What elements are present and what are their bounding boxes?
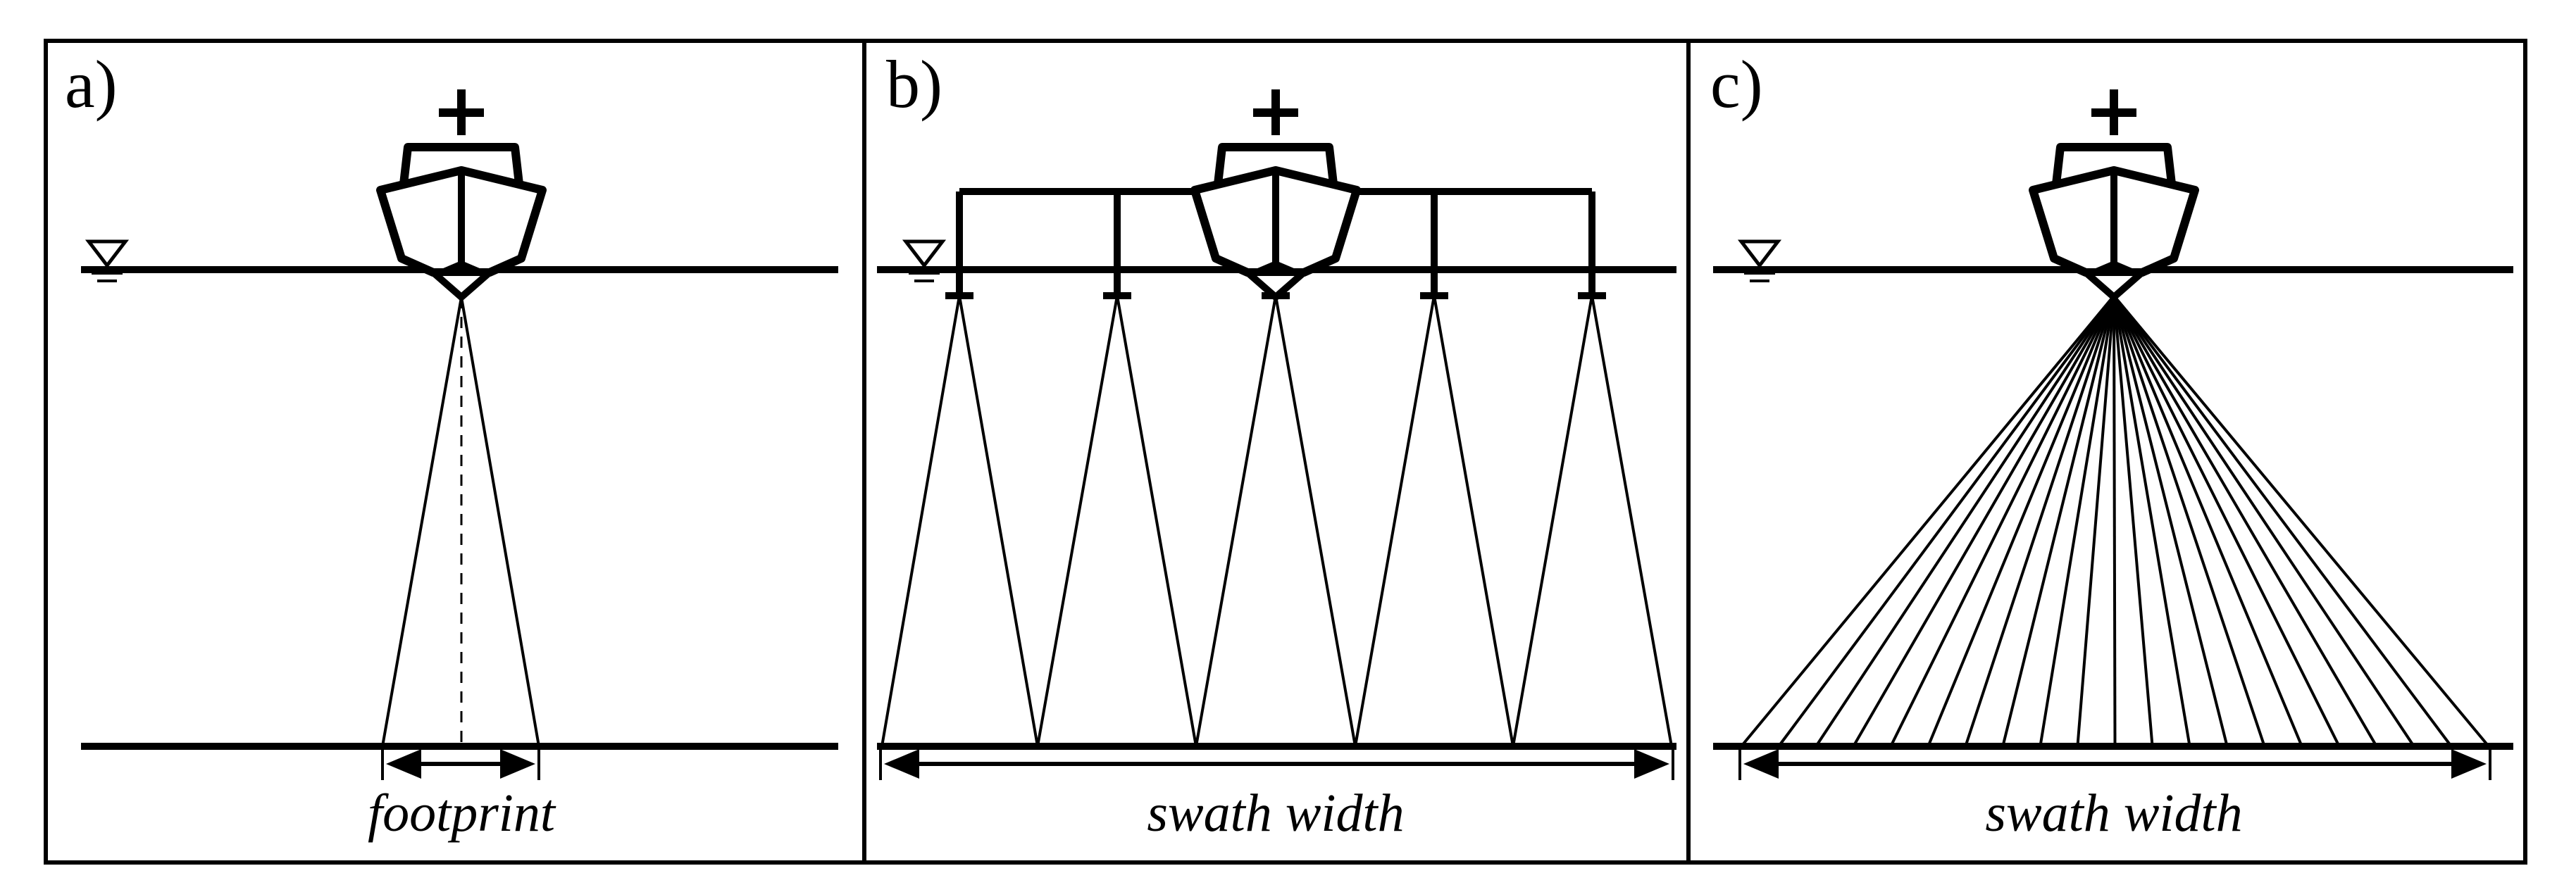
fan-beam-line bbox=[1777, 294, 2115, 748]
beam-edge-right bbox=[460, 296, 540, 747]
fan-beam-line bbox=[1964, 295, 2115, 747]
panel-a: a) footprint bbox=[65, 46, 838, 843]
figure-frame bbox=[44, 39, 2527, 865]
beam-edge-left bbox=[381, 296, 463, 747]
water-level-icon bbox=[1741, 241, 1778, 281]
water-level-icon bbox=[906, 241, 942, 281]
fan-beam-line bbox=[2113, 295, 2303, 747]
ship-icon bbox=[2033, 89, 2195, 297]
ship-icon bbox=[1195, 89, 1357, 297]
panel-c-label: c) bbox=[1710, 46, 1763, 122]
panel-b: b) swath width bbox=[877, 46, 1676, 843]
fan-beam-line bbox=[2113, 294, 2490, 748]
double-arrow-icon bbox=[1738, 746, 2491, 780]
fan-beam-line bbox=[1740, 294, 2115, 748]
multi-transducer-beams bbox=[881, 295, 1673, 747]
fan-beam-line bbox=[2113, 294, 2378, 748]
fan-beam-line bbox=[2113, 295, 2341, 747]
fan-beam-line bbox=[2113, 294, 2453, 748]
caption-swath-width: swath width bbox=[1147, 784, 1404, 843]
ship-icon bbox=[380, 89, 542, 297]
water-level-icon bbox=[89, 241, 125, 281]
fan-beam-line bbox=[2113, 294, 2415, 748]
fan-beam-line bbox=[2039, 295, 2115, 747]
fan-beam-line bbox=[1927, 295, 2115, 747]
fan-beam-line bbox=[2113, 295, 2266, 747]
caption-footprint: footprint bbox=[368, 784, 556, 843]
fan-beam-line bbox=[2001, 295, 2115, 747]
fan-beam-line bbox=[2113, 295, 2154, 747]
fan-beam-line bbox=[2113, 295, 2117, 747]
fan-beam-line bbox=[1815, 294, 2115, 748]
panel-c: c) swath width bbox=[1710, 46, 2513, 843]
multibeam-fan bbox=[1740, 294, 2490, 748]
double-arrow-icon bbox=[381, 746, 540, 780]
panel-a-label: a) bbox=[65, 46, 118, 122]
caption-swath-width: swath width bbox=[1985, 784, 2242, 843]
fan-beam-line bbox=[2113, 295, 2229, 747]
panel-b-label: b) bbox=[886, 46, 942, 122]
fan-beam-line bbox=[1889, 295, 2115, 747]
fan-beam-line bbox=[2076, 295, 2115, 747]
double-arrow-icon bbox=[879, 746, 1674, 780]
fan-beam-line bbox=[1852, 294, 2115, 748]
fan-beam-line bbox=[2113, 295, 2191, 747]
